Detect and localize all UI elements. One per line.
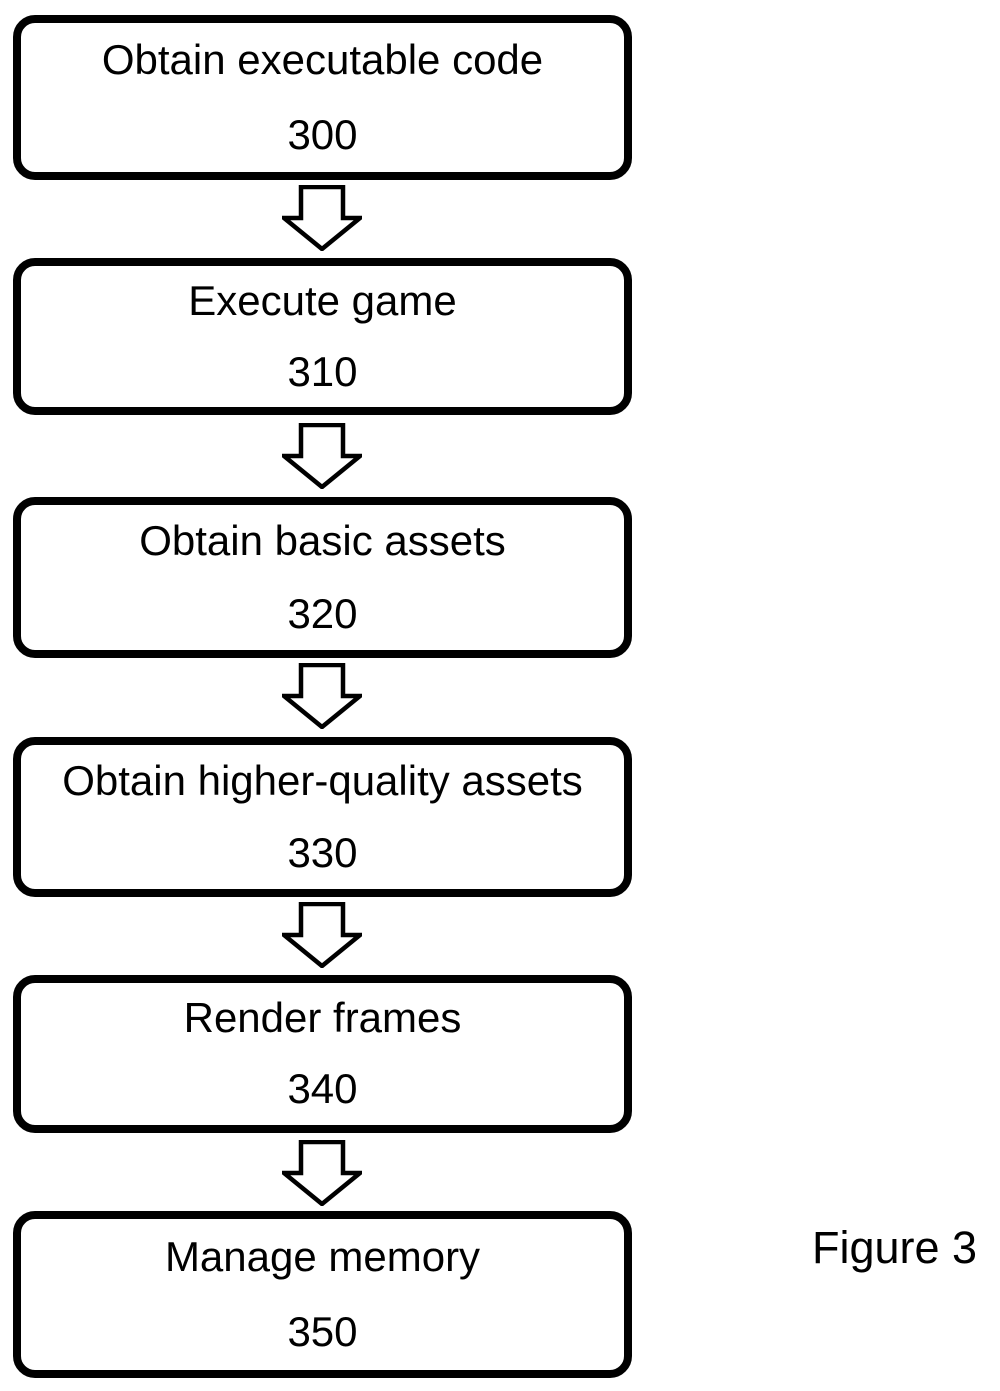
- step-number: 310: [287, 347, 358, 395]
- down-arrow-icon: [282, 1140, 362, 1206]
- flow-step-obtain-higher-quality-assets: Obtain higher-quality assets 330: [13, 737, 632, 897]
- flow-step-manage-memory: Manage memory 350: [13, 1211, 632, 1378]
- down-arrow-icon: [282, 902, 362, 968]
- step-label: Obtain executable code: [101, 36, 544, 84]
- step-number: 350: [287, 1308, 358, 1356]
- flow-step-obtain-executable-code: Obtain executable code 300: [13, 15, 632, 180]
- step-number: 330: [287, 828, 358, 876]
- step-label: Render frames: [183, 994, 462, 1042]
- step-number: 320: [287, 589, 358, 637]
- down-arrow-icon: [282, 423, 362, 489]
- step-label: Execute game: [188, 277, 457, 325]
- down-arrow-icon: [282, 663, 362, 729]
- figure-caption: Figure 3: [812, 1222, 978, 1273]
- step-number: 300: [287, 110, 358, 158]
- step-label: Obtain basic assets: [139, 517, 506, 565]
- step-label: Manage memory: [164, 1232, 481, 1280]
- flow-step-render-frames: Render frames 340: [13, 975, 632, 1133]
- down-arrow-icon: [282, 185, 362, 251]
- flow-step-execute-game: Execute game 310: [13, 258, 632, 415]
- step-label: Obtain higher-quality assets: [62, 756, 583, 804]
- flow-step-obtain-basic-assets: Obtain basic assets 320: [13, 497, 632, 658]
- step-number: 340: [287, 1065, 358, 1113]
